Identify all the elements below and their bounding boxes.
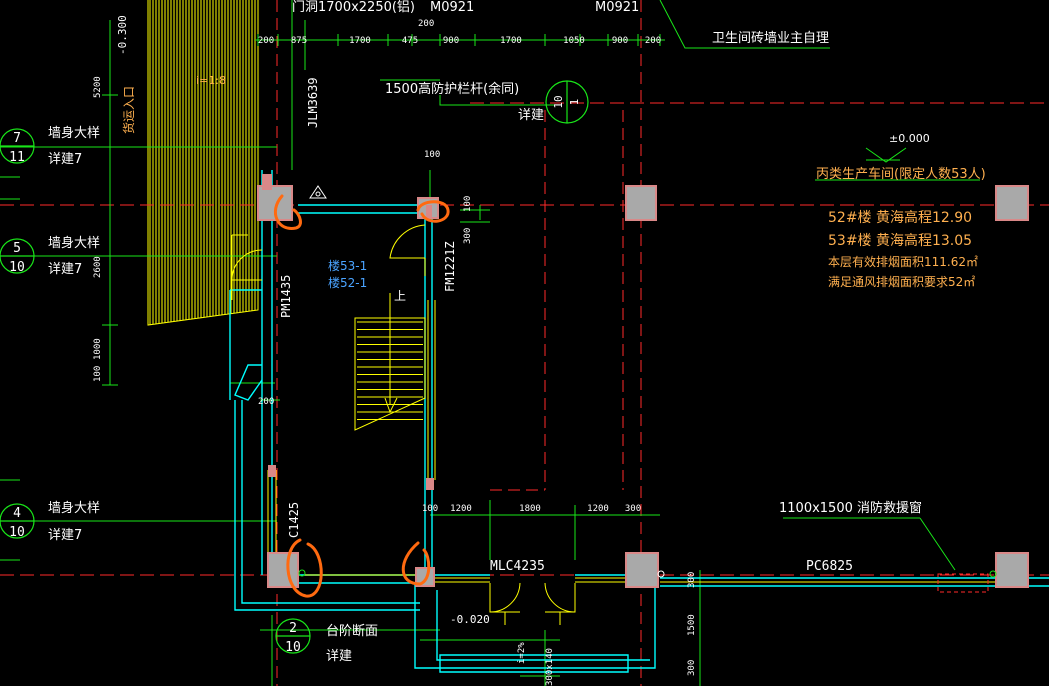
callout-1-top-num: 7 bbox=[13, 131, 21, 146]
callout-4-bottom-num: 10 bbox=[285, 640, 301, 655]
bottom-dimension-value: 1200 bbox=[450, 504, 472, 514]
room-level: ±0.000 bbox=[889, 132, 930, 145]
top-dimension-value: 875 bbox=[291, 36, 307, 46]
orange-annotations bbox=[274, 194, 450, 598]
stair-dim-300: 300 bbox=[463, 228, 473, 244]
stair-treads bbox=[357, 321, 423, 420]
stair-dim-100-top: 100 bbox=[424, 150, 440, 160]
callout-4-top-num: 2 bbox=[289, 621, 297, 636]
level-top-label: -0.300 bbox=[116, 15, 129, 55]
ramp-slope-label: i=1:8 bbox=[196, 74, 226, 87]
dim-1500: 1500 bbox=[687, 614, 697, 636]
room-line-4: 满足通风排烟面积要求52㎡ bbox=[828, 275, 975, 289]
columns bbox=[257, 174, 1029, 588]
door-spec-label: 门洞1700x2250(铝) bbox=[292, 0, 415, 15]
top-dimension-value: 475 bbox=[402, 36, 418, 46]
bottom-dimension-value: 1800 bbox=[519, 504, 541, 514]
top-dimension-value: 200 bbox=[258, 36, 274, 46]
ramp-outline bbox=[147, 0, 259, 326]
stair-dim-200: 200 bbox=[258, 397, 274, 407]
m0921-left-label: M0921 bbox=[430, 0, 474, 15]
ramp-hatch bbox=[149, 0, 256, 325]
dim-300-b: 300 bbox=[687, 660, 697, 676]
callout-3-top-num: 4 bbox=[13, 506, 21, 521]
callout-4-ref: 详建 bbox=[326, 649, 352, 664]
room-line-1: 52#楼 黄海高程12.90 bbox=[828, 209, 972, 226]
top-dimension-ticks bbox=[257, 34, 661, 46]
ramp-entrance-label: 货运入口 bbox=[121, 86, 136, 134]
step-dim-note: 300x140 bbox=[545, 648, 555, 686]
jlm-label: JLM3639 bbox=[306, 77, 320, 128]
cyan-walls bbox=[229, 170, 1049, 673]
bottom-dimension-value: 100 bbox=[422, 504, 438, 514]
stair-up-label: 上 bbox=[394, 289, 406, 303]
pm-door-label: PM1435 bbox=[279, 275, 293, 318]
bottom-dimension-value: 300 bbox=[625, 504, 641, 514]
stair-label-52: 楼52-1 bbox=[328, 275, 367, 290]
callout-1-ref: 详建7 bbox=[48, 152, 82, 167]
height-100: 100 bbox=[93, 366, 103, 382]
stair-flight bbox=[354, 293, 426, 431]
top-dimension-value: 900 bbox=[443, 36, 459, 46]
c-window-label: C1425 bbox=[287, 502, 301, 538]
callout-2-top-num: 5 bbox=[13, 241, 21, 256]
rescue-window-outline bbox=[937, 573, 989, 593]
top-dimension-value: 900 bbox=[612, 36, 628, 46]
top-dimension-value: 200 bbox=[645, 36, 661, 46]
callout-4-title: 台阶断面 bbox=[326, 624, 378, 639]
callout-2-title: 墙身大样 bbox=[48, 235, 100, 251]
callout-2-ref: 详建7 bbox=[48, 262, 82, 277]
bottom-dimension-value: 1200 bbox=[587, 504, 609, 514]
height-1000: 1000 bbox=[93, 338, 103, 360]
callout-3-bottom-num: 10 bbox=[9, 525, 25, 540]
railing-note: 1500高防护栏杆(余同) bbox=[385, 81, 519, 97]
callout-1-bottom-num: 11 bbox=[9, 150, 25, 165]
rescue-window-note: 1100x1500 消防救援窗 bbox=[779, 500, 922, 516]
stair-label-53: 楼53-1 bbox=[328, 258, 367, 273]
door-swings bbox=[231, 224, 576, 625]
mlc-label: MLC4235 bbox=[490, 559, 545, 574]
callout-3-ref: 详建7 bbox=[48, 528, 82, 543]
toilet-note: 卫生间砖墙业主自理 bbox=[712, 31, 829, 46]
room-line-3: 本层有效排烟面积111.62㎡ bbox=[828, 254, 978, 269]
callout-2-bottom-num: 10 bbox=[9, 260, 25, 275]
top-dim-small: 200 bbox=[418, 19, 434, 29]
room-line-2: 53#楼 黄海高程13.05 bbox=[828, 232, 972, 249]
railing-ref: 详建 bbox=[518, 108, 544, 123]
m0921-right-label: M0921 bbox=[595, 0, 639, 15]
callout-1-title: 墙身大样 bbox=[48, 125, 100, 141]
yellow-window-lines bbox=[231, 234, 1000, 583]
fm-door-label: FM1221Z bbox=[443, 241, 457, 292]
top-dimension-values: 200 875 1700 475 900 1700 1050 900 200 bbox=[258, 36, 661, 46]
bottom-dimension-values: 100 1200 1800 1200 300 bbox=[422, 504, 641, 514]
small-markers bbox=[298, 185, 997, 578]
callout-3-title: 墙身大样 bbox=[48, 500, 100, 516]
height-5200: 5200 bbox=[93, 76, 103, 98]
green-leaders bbox=[0, 0, 980, 686]
bottom-level-label: -0.020 bbox=[450, 613, 490, 626]
top-dimension-value: 1700 bbox=[349, 36, 371, 46]
room-name: 丙类生产车间(限定人数53人) bbox=[816, 166, 986, 182]
railing-circle-bottom-num: 1 bbox=[568, 99, 581, 106]
pc-label: PC6825 bbox=[806, 559, 853, 574]
top-dimension-value: 1050 bbox=[563, 36, 585, 46]
dim-300-a: 300 bbox=[687, 572, 697, 588]
ramp-slope-note: i=2% bbox=[517, 642, 527, 664]
stair-dim-100-right: 100 bbox=[463, 196, 473, 212]
railing-circle-top-num: 10 bbox=[552, 95, 565, 108]
height-2600: 2600 bbox=[93, 256, 103, 278]
top-dimension-value: 1700 bbox=[500, 36, 522, 46]
detail-circles bbox=[0, 80, 589, 654]
